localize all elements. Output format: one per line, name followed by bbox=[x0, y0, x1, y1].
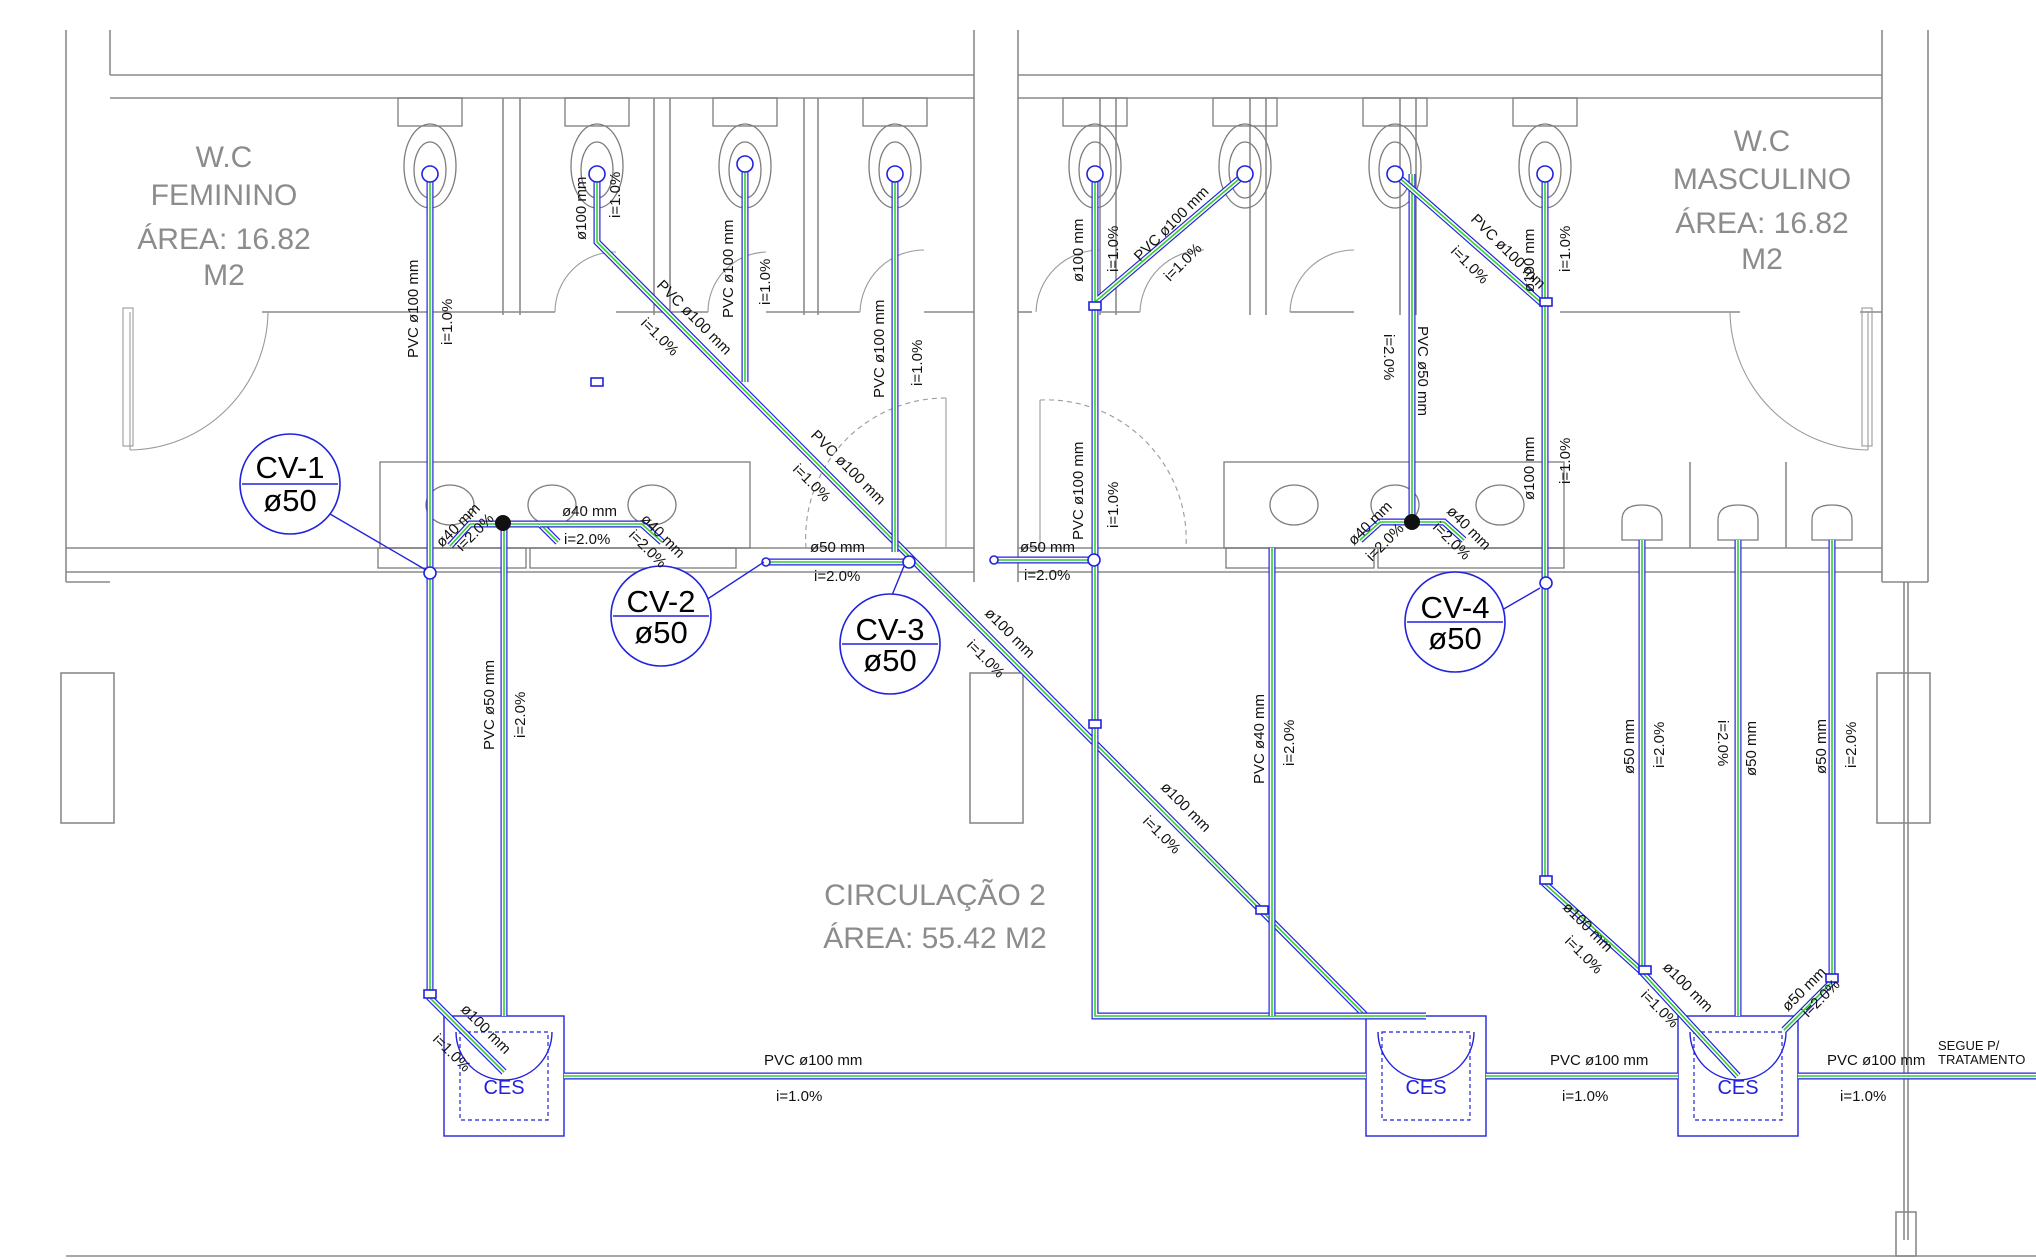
pipe-size-label: PVC ø100 mm bbox=[764, 1052, 862, 1069]
pipe-size-label: ø50 mm bbox=[1743, 721, 1760, 776]
pipe-size-label: PVC ø40 mm bbox=[1251, 694, 1268, 784]
room-area-unit: M2 bbox=[1741, 243, 1783, 276]
vent-diameter: ø50 bbox=[634, 615, 687, 650]
room-label-wc-feminino: W.C FEMININO ÁREA: 16.82 M2 bbox=[137, 141, 310, 292]
box-label: CES bbox=[1717, 1077, 1758, 1099]
pipe-run-19 bbox=[1781, 540, 1836, 1033]
pipe-size-label: PVC ø100 mm bbox=[871, 300, 888, 398]
slope-label: i=1.0% bbox=[1139, 813, 1184, 858]
pipe-run-1 bbox=[596, 174, 1367, 1017]
slope-label: i=1.0% bbox=[607, 172, 624, 218]
slope-label: i=2.0% bbox=[512, 692, 529, 738]
vent-cv4: CV-4 ø50 bbox=[1404, 571, 1541, 673]
pipe-size-label: PVC ø100 mm bbox=[720, 220, 737, 318]
room-name: CIRCULAÇÃO 2 bbox=[824, 878, 1046, 912]
fixtures bbox=[377, 97, 1853, 569]
room-title: W.C bbox=[1734, 125, 1791, 158]
inspection-box-2: CES bbox=[1365, 1015, 1487, 1137]
pipe-size-label: ø50 mm bbox=[1813, 719, 1830, 774]
pipe-size-label: PVC ø50 mm bbox=[1414, 326, 1431, 416]
slope-label: i=2.0% bbox=[1024, 567, 1070, 584]
room-area: ÁREA: 16.82 bbox=[137, 223, 310, 256]
doors bbox=[122, 249, 1873, 549]
slope-label: i=2.0% bbox=[1714, 720, 1731, 766]
pipe-fittings bbox=[421, 155, 1839, 999]
slope-label: i=2.0% bbox=[814, 568, 860, 585]
slope-label: i=1.0% bbox=[776, 1088, 822, 1105]
pipe-size-label: ø40 mm bbox=[562, 503, 617, 520]
vent-cv2: CV-2 ø50 bbox=[610, 561, 765, 667]
vent-diameter: ø50 bbox=[263, 483, 316, 518]
slope-label: i=2.0% bbox=[1843, 722, 1860, 768]
pipe-run-19 bbox=[1782, 540, 1835, 1032]
vent-cv1: CV-1 ø50 bbox=[239, 433, 427, 571]
pipe-size-label: PVC ø100 mm bbox=[1550, 1052, 1648, 1069]
vent-cv3: CV-3 ø50 bbox=[839, 565, 941, 695]
room-title: W.C bbox=[196, 141, 253, 174]
slope-label: i=1.0% bbox=[1562, 1088, 1608, 1105]
pipe-run-12 bbox=[1094, 302, 1426, 1017]
pipe-run-19 bbox=[1783, 540, 1833, 1031]
slope-label: i=1.0% bbox=[1557, 226, 1574, 272]
slope-label: i=2.0% bbox=[1281, 720, 1298, 766]
pipe-size-label: ø50 mm bbox=[1621, 719, 1638, 774]
destination-label: SEGUE P/ bbox=[1938, 1038, 2000, 1053]
slope-label: i=1.0% bbox=[757, 259, 774, 305]
pipe-size-label: ø100 mm bbox=[1521, 437, 1538, 500]
pipe-size-label: PVC ø100 mm bbox=[1827, 1052, 1925, 1069]
slope-label: i=1.0% bbox=[439, 299, 456, 345]
pipe-size-label: ø100 mm bbox=[573, 177, 590, 240]
destination-label: TRATAMENTO bbox=[1938, 1052, 2025, 1067]
vent-name: CV-3 bbox=[856, 612, 925, 647]
room-area: ÁREA: 16.82 bbox=[1675, 207, 1848, 240]
slope-label: i=1.0% bbox=[1105, 482, 1122, 528]
vent-name: CV-1 bbox=[256, 450, 325, 485]
pipe-run-16 bbox=[1544, 174, 1739, 1077]
slope-label: i=2.0% bbox=[1651, 722, 1668, 768]
slope-label: i=1.0% bbox=[1105, 226, 1122, 272]
slope-label: i=1.0% bbox=[1557, 438, 1574, 484]
pipe-size-label: ø100 mm bbox=[1521, 229, 1538, 292]
pipe-size-label: ø50 mm bbox=[1020, 539, 1075, 556]
pipe-size-label: PVC ø50 mm bbox=[481, 660, 498, 750]
pipe-size-label: PVC ø100 mm bbox=[1070, 442, 1087, 540]
vent-name: CV-4 bbox=[1421, 590, 1490, 625]
pipe-size-label: ø50 mm bbox=[810, 539, 865, 556]
slope-label: i=1.0% bbox=[1840, 1088, 1886, 1105]
slope-label: i=2.0% bbox=[564, 531, 610, 548]
room-name: FEMININO bbox=[151, 179, 298, 212]
pipe-size-label: ø100 mm bbox=[1070, 219, 1087, 282]
pipe-size-label: PVC ø100 mm bbox=[405, 260, 422, 358]
slope-label: i=1.0% bbox=[1161, 240, 1206, 285]
box-label: CES bbox=[1405, 1077, 1446, 1099]
vent-name: CV-2 bbox=[627, 584, 696, 619]
slope-label: i=1.0% bbox=[909, 340, 926, 386]
slope-label: i=2.0% bbox=[1380, 334, 1397, 380]
room-name: MASCULINO bbox=[1673, 163, 1851, 196]
room-area-unit: M2 bbox=[203, 259, 245, 292]
room-label-wc-masculino: W.C MASCULINO ÁREA: 16.82 M2 bbox=[1673, 125, 1851, 276]
pipe-run-6 bbox=[540, 523, 663, 543]
pipe-run-15 bbox=[1394, 173, 1546, 307]
vent-diameter: ø50 bbox=[863, 643, 916, 678]
vent-diameter: ø50 bbox=[1428, 621, 1481, 656]
room-area: ÁREA: 55.42 M2 bbox=[823, 922, 1046, 955]
box-label: CES bbox=[483, 1077, 524, 1099]
room-label-circulacao: CIRCULAÇÃO 2 ÁREA: 55.42 M2 bbox=[823, 878, 1046, 955]
